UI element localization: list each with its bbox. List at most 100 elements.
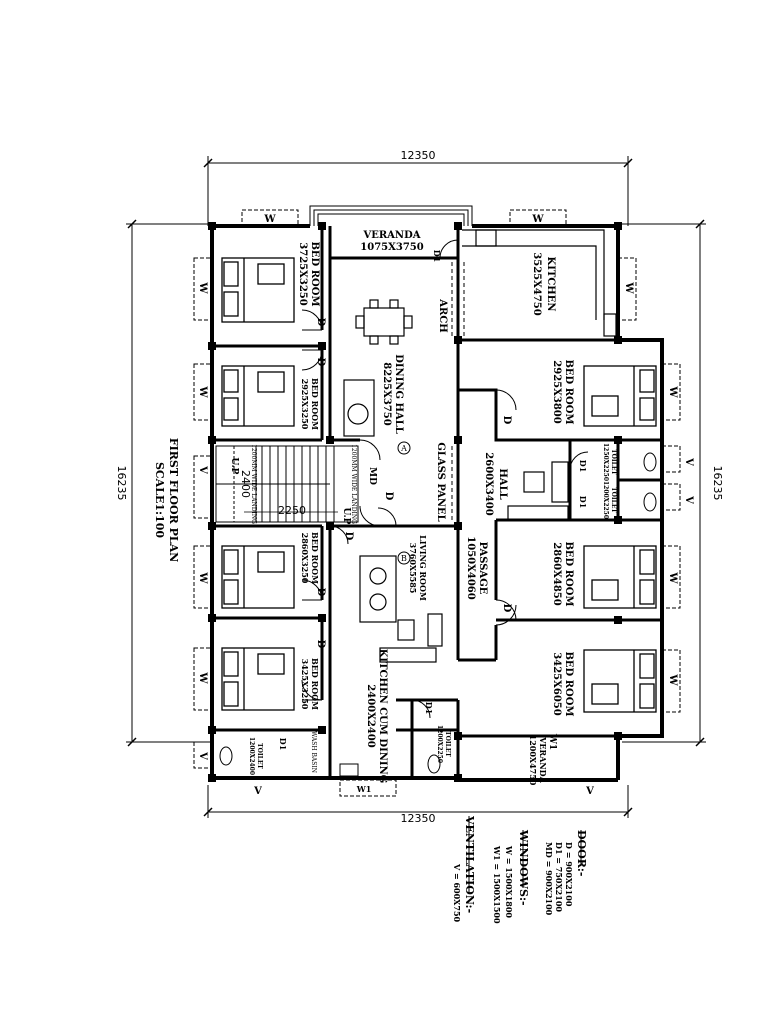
ventilator-tag: V	[683, 457, 694, 466]
room-size-bedroom-2: 2925X3250	[300, 379, 310, 430]
room-size-hall: 2600X3400	[483, 452, 494, 515]
door-tag: D	[315, 588, 326, 597]
room-name-bedroom-3: BED ROOM	[563, 359, 574, 424]
dimension-right-label: 16235	[711, 466, 724, 501]
label-arch: ARCH	[437, 298, 448, 332]
room-size-bedroom-3: 2925X3800	[551, 360, 562, 423]
living-sofa	[343, 379, 569, 663]
door-small-tag: D1	[278, 738, 288, 751]
label-wash-basin: WASH BASIN	[310, 731, 317, 773]
up-label-2: U.P	[341, 508, 351, 525]
door-tag: D	[383, 492, 394, 501]
room-name-bedroom-1: BED ROOM	[309, 241, 320, 306]
kitchen-counter	[462, 229, 617, 337]
door-tag: D	[315, 318, 326, 327]
window-tag: W	[197, 671, 208, 684]
section-markers: A B	[397, 441, 411, 565]
room-labels: VERANDA 1075X3750 KITCHEN 3525X4750 BED …	[248, 230, 617, 786]
door-small-tag: D1	[424, 702, 434, 715]
door-tag: D	[315, 640, 326, 649]
legend-window-item: W = 1500X1800	[504, 845, 514, 918]
window-tag: W	[197, 385, 208, 398]
door-tag: D	[501, 416, 512, 425]
staircase	[215, 445, 359, 523]
room-size-veranda-top: 1075X3750	[360, 242, 423, 253]
door-small-tag: D1	[578, 496, 588, 509]
legend-window-item: W1 = 1500X1500	[492, 845, 502, 924]
window-small-tag: W1	[547, 733, 557, 750]
room-size-passage: 1050X4060	[465, 536, 476, 599]
dimension-top-label: 12350	[401, 149, 436, 162]
marker-b: B	[401, 554, 407, 563]
room-size-living-room: 3760X5585	[408, 543, 418, 594]
door-swings	[301, 239, 589, 719]
room-size-toilet-1: 1200X2400	[248, 737, 255, 775]
door-small-tag: D1	[578, 460, 588, 473]
structural-columns	[208, 222, 622, 782]
ventilator-tag: V	[197, 465, 208, 474]
door-tag: D	[501, 604, 512, 613]
ventilator-tag: V	[253, 786, 262, 797]
room-name-bedroom-6: BED ROOM	[310, 658, 320, 710]
room-size-bedroom-1: 3725X3250	[297, 242, 308, 305]
stair-labels: 2400 2250 1200MM WIDE LANDING 1200MM WID…	[229, 444, 357, 525]
room-name-toilet-2: TOILET	[444, 731, 451, 757]
legend-door-item: MD = 900X2100	[544, 842, 554, 916]
window-frames	[193, 209, 681, 797]
room-size-toilet-4: 1200X2250	[602, 481, 609, 519]
room-name-veranda-top: VERANDA	[362, 230, 420, 241]
door-tag: D	[315, 358, 326, 367]
door-main-tag: MD	[367, 467, 377, 485]
window-tag: W	[531, 214, 544, 225]
inner-walls	[212, 226, 662, 778]
window-tag: W	[263, 214, 276, 225]
room-name-kitchen-dining: KITCHEN CUM DINING	[377, 649, 388, 784]
room-name-kitchen: KITCHEN	[545, 257, 556, 312]
room-size-kitchen-dining: 2400X2400	[365, 684, 376, 747]
legend: DOOR:- D = 900X2100 D1 = 750X2100 MD = 9…	[452, 815, 588, 924]
door-tag: D	[343, 532, 354, 541]
stair-length-label: 2250	[278, 504, 306, 517]
toilet-fixtures	[219, 452, 657, 777]
room-name-toilet-4: TOILET	[610, 487, 617, 513]
room-name-hall: HALL	[497, 468, 508, 499]
dimension-bottom-label: 12350	[401, 812, 436, 825]
room-name-bedroom-2: BED ROOM	[310, 378, 320, 430]
plan-scale: SCALE1:100	[153, 462, 166, 538]
room-size-bedroom-7: 3425X6050	[551, 652, 562, 715]
room-name-dining-hall: DINING HALL	[393, 354, 404, 434]
landing-label-1: 1200MM WIDE LANDING	[250, 444, 257, 524]
room-name-passage: PASSAGE	[477, 542, 488, 595]
room-size-bedroom-4: 2860X3250	[300, 533, 310, 584]
room-size-dining-hall: 8225X3750	[381, 362, 392, 425]
room-name-bedroom-4: BED ROOM	[310, 532, 320, 584]
up-label-1: U.P	[229, 458, 239, 475]
bed-furniture	[221, 257, 657, 713]
plan-title: FIRST FLOOR PLAN	[167, 438, 180, 562]
room-name-living-room: LIVING ROOM	[418, 535, 428, 601]
dimension-left-label: 16235	[115, 466, 128, 501]
room-size-veranda-bottom: 1200X4750	[528, 735, 538, 786]
plan-title-block: FIRST FLOOR PLAN SCALE1:100	[153, 438, 180, 562]
legend-door-item: D = 900X2100	[564, 842, 574, 907]
legend-door-item: D1 = 750X2100	[554, 842, 564, 912]
window-tag: W	[667, 385, 678, 398]
marker-a: A	[400, 444, 407, 453]
room-name-toilet-3: TOILET	[610, 449, 617, 475]
room-name-veranda-bottom: VERANDA	[538, 736, 548, 783]
room-size-kitchen: 3525X4750	[531, 252, 542, 315]
landing-label-2: 1200MM WIDE LANDING	[350, 444, 357, 524]
window-tag: W	[197, 281, 208, 294]
room-name-toilet-1: TOILET	[256, 743, 263, 769]
window-tag: W	[197, 571, 208, 584]
legend-underlines	[468, 816, 582, 894]
dimension-ticks	[127, 158, 705, 817]
dimension-lines	[126, 156, 706, 818]
ventilator-tag: V	[197, 751, 208, 760]
label-glass-panel: GLASS PANEL	[435, 442, 446, 521]
window-tag: W	[667, 571, 678, 584]
window-tag: W	[623, 281, 634, 294]
room-size-bedroom-6: 3425X3250	[300, 659, 310, 710]
room-size-toilet-2: 1200X2250	[436, 725, 443, 763]
